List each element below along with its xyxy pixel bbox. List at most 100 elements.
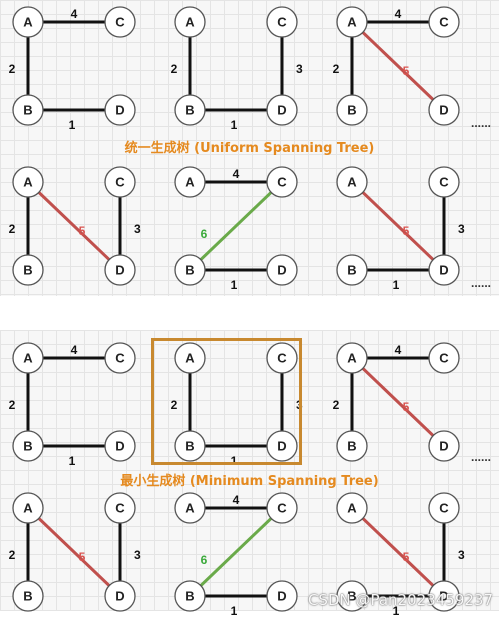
node-label: D xyxy=(277,102,286,117)
node-circle xyxy=(336,254,368,286)
node-c: C xyxy=(104,6,136,38)
node-b: B xyxy=(12,254,44,286)
edge-weight-label: 2 xyxy=(9,62,16,76)
node-circle xyxy=(428,430,460,462)
node-label: A xyxy=(185,14,195,29)
node-circle xyxy=(336,342,368,374)
node-a: A xyxy=(336,166,368,198)
node-circle xyxy=(428,254,460,286)
edge-weight-label: 5 xyxy=(403,550,410,564)
more-ellipsis: ...... xyxy=(471,450,492,464)
more-ellipsis: ...... xyxy=(471,116,492,130)
node-label: B xyxy=(23,102,32,117)
node-label: A xyxy=(347,350,357,365)
node-circle xyxy=(174,254,206,286)
node-label: C xyxy=(115,14,125,29)
node-b: B xyxy=(174,430,206,462)
node-circle xyxy=(266,430,298,462)
edge-weight-label: 6 xyxy=(201,227,208,241)
node-label: A xyxy=(23,500,33,515)
node-label: A xyxy=(347,14,357,29)
node-label: C xyxy=(277,350,287,365)
node-d: D xyxy=(428,254,460,286)
node-circle xyxy=(266,492,298,524)
node-label: D xyxy=(439,588,448,603)
node-circle xyxy=(104,430,136,462)
edge-weight-label: 4 xyxy=(71,7,78,21)
node-label: B xyxy=(347,102,356,117)
node-d: D xyxy=(428,430,460,462)
node-c: C xyxy=(266,6,298,38)
node-circle xyxy=(428,6,460,38)
node-label: B xyxy=(347,588,356,603)
edge-a-d xyxy=(350,20,446,112)
node-a: A xyxy=(336,342,368,374)
node-d: D xyxy=(104,580,136,612)
edge-weight-label: 4 xyxy=(395,7,402,21)
node-circle xyxy=(266,342,298,374)
edge-weight-label: 4 xyxy=(233,493,240,507)
edge-weight-label: 1 xyxy=(231,278,238,292)
node-circle xyxy=(428,94,460,126)
node-circle xyxy=(104,342,136,374)
node-label: A xyxy=(185,350,195,365)
edge-weight-label: 4 xyxy=(395,343,402,357)
node-circle xyxy=(174,6,206,38)
node-circle xyxy=(266,254,298,286)
node-d: D xyxy=(104,430,136,462)
node-c: C xyxy=(104,492,136,524)
node-label: C xyxy=(439,500,449,515)
edge-weight-label: 3 xyxy=(458,548,465,562)
node-label: B xyxy=(23,262,32,277)
node-label: C xyxy=(115,174,125,189)
node-a: A xyxy=(12,492,44,524)
edge-a-d xyxy=(26,506,122,598)
edge-b-c xyxy=(188,506,284,598)
node-b: B xyxy=(174,580,206,612)
node-label: C xyxy=(277,500,287,515)
node-label: B xyxy=(23,438,32,453)
edge-weight-label: 2 xyxy=(171,62,178,76)
node-a: A xyxy=(12,166,44,198)
edge-weight-label: 2 xyxy=(333,62,340,76)
node-circle xyxy=(12,492,44,524)
node-label: C xyxy=(439,174,449,189)
node-b: B xyxy=(12,94,44,126)
node-circle xyxy=(104,254,136,286)
node-circle xyxy=(174,166,206,198)
node-label: B xyxy=(185,438,194,453)
node-b: B xyxy=(336,430,368,462)
edge-weight-label: 3 xyxy=(134,222,141,236)
node-a: A xyxy=(174,6,206,38)
minimum-caption: 最小生成树 (Minimum Spanning Tree) xyxy=(120,474,379,489)
node-label: D xyxy=(277,262,286,277)
node-label: C xyxy=(277,14,287,29)
node-circle xyxy=(428,166,460,198)
edge-weight-label: 2 xyxy=(171,398,178,412)
node-circle xyxy=(266,166,298,198)
node-a: A xyxy=(12,342,44,374)
node-circle xyxy=(174,342,206,374)
node-circle xyxy=(336,492,368,524)
node-label: B xyxy=(23,588,32,603)
node-label: C xyxy=(115,350,125,365)
edge-weight-label: 5 xyxy=(79,550,86,564)
edge-weight-label: 5 xyxy=(403,400,410,414)
node-label: D xyxy=(277,588,286,603)
node-d: D xyxy=(428,94,460,126)
node-circle xyxy=(266,94,298,126)
node-circle xyxy=(12,94,44,126)
node-a: A xyxy=(174,342,206,374)
node-b: B xyxy=(174,94,206,126)
edge-a-d xyxy=(350,506,446,598)
node-d: D xyxy=(266,580,298,612)
edge-a-d xyxy=(350,356,446,448)
edge-weight-label: 6 xyxy=(201,553,208,567)
